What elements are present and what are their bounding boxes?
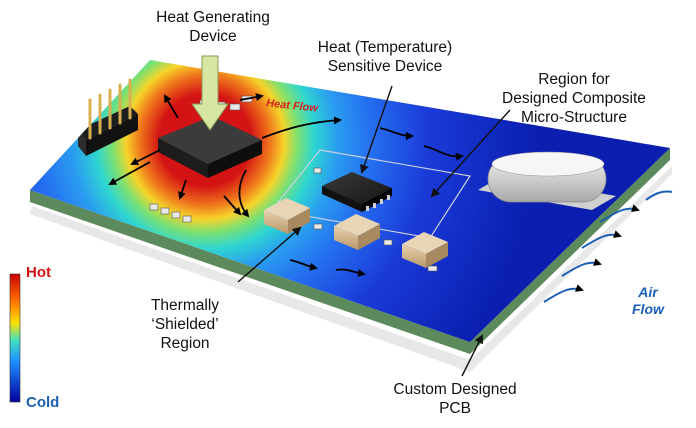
temperature-colorbar xyxy=(9,273,21,403)
label-temperature-sensitive-device: Heat (Temperature) Sensitive Device xyxy=(317,39,453,75)
pin-header xyxy=(78,106,138,156)
label-air-flow: Air Flow xyxy=(632,284,664,317)
heat-input-arrow xyxy=(191,55,229,131)
label-thermally-shielded-region: Thermally ‘Shielded’ Region xyxy=(150,297,220,352)
label-heat-generating-device: Heat Generating Device xyxy=(156,9,270,45)
capacitor-3 xyxy=(402,232,448,268)
leader-lines xyxy=(237,85,511,377)
smd-resistors-bottom xyxy=(149,203,192,223)
heat-flow-arrows xyxy=(108,93,464,277)
sensitive-chip xyxy=(322,172,392,212)
colorbar-cold-label: Cold xyxy=(26,394,60,411)
capacitor-2 xyxy=(334,214,380,250)
crystal-oscillator xyxy=(478,151,616,210)
smd-parts-mid xyxy=(313,167,438,272)
air-flow-arrows xyxy=(543,190,673,303)
board-shadow xyxy=(30,166,672,372)
label-custom-pcb: Custom Designed PCB xyxy=(393,381,517,417)
colorbar-hot-label: Hot xyxy=(26,264,51,281)
label-composite-region: Region for Designed Composite Micro-Stru… xyxy=(502,71,646,126)
heat-generating-chip xyxy=(158,116,262,178)
header-pins xyxy=(88,78,132,140)
